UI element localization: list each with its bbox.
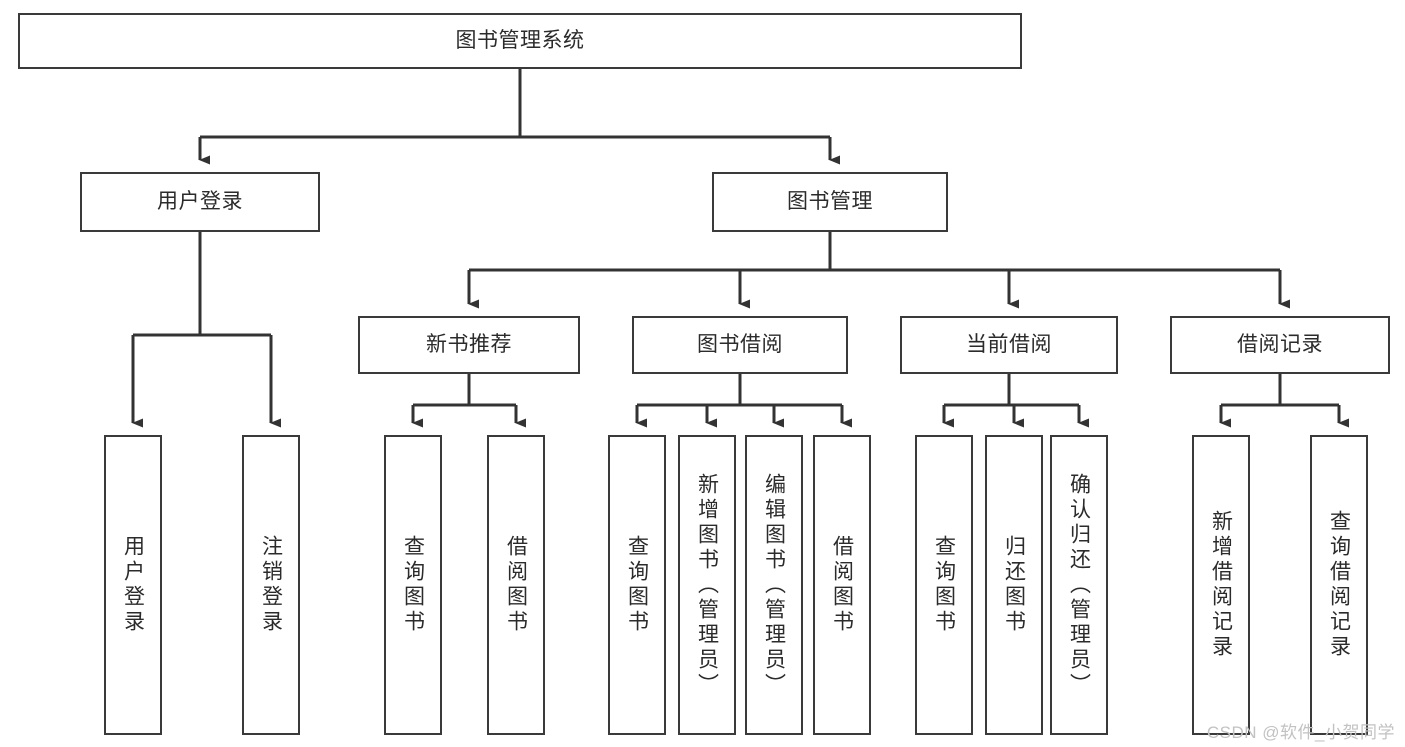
leaf-query-book-3[interactable]: 查询图书: [915, 435, 973, 735]
leaf-add-record-label: 新增借阅记录: [1209, 510, 1233, 660]
leaf-edit-book[interactable]: 编辑图书（管理员）: [745, 435, 803, 735]
node-book-manage[interactable]: 图书管理: [712, 172, 948, 232]
leaf-logout[interactable]: 注销登录: [242, 435, 300, 735]
leaf-borrow-book-2-label: 借阅图书: [830, 535, 854, 635]
node-book-manage-label: 图书管理: [787, 189, 873, 213]
leaf-borrow-book-1[interactable]: 借阅图书: [487, 435, 545, 735]
node-current-borrow[interactable]: 当前借阅: [900, 316, 1118, 374]
node-book-borrow[interactable]: 图书借阅: [632, 316, 848, 374]
leaf-user-login[interactable]: 用户登录: [104, 435, 162, 735]
leaf-return-book-label: 归还图书: [1002, 535, 1026, 635]
csdn-watermark: CSDN @软件_小贺同学: [1206, 723, 1395, 742]
leaf-query-book-2[interactable]: 查询图书: [608, 435, 666, 735]
leaf-confirm-return-label: 确认归还（管理员）: [1067, 472, 1091, 698]
leaf-borrow-book-1-label: 借阅图书: [504, 535, 528, 635]
leaf-user-login-label: 用户登录: [121, 535, 145, 635]
leaf-return-book[interactable]: 归还图书: [985, 435, 1043, 735]
leaf-logout-label: 注销登录: [259, 535, 283, 635]
leaf-add-book[interactable]: 新增图书（管理员）: [678, 435, 736, 735]
leaf-query-book-1-label: 查询图书: [401, 535, 425, 635]
node-book-borrow-label: 图书借阅: [697, 332, 783, 356]
node-new-book-rec-label: 新书推荐: [426, 332, 512, 356]
leaf-query-book-1[interactable]: 查询图书: [384, 435, 442, 735]
leaf-confirm-return[interactable]: 确认归还（管理员）: [1050, 435, 1108, 735]
node-user-login[interactable]: 用户登录: [80, 172, 320, 232]
leaf-query-book-3-label: 查询图书: [932, 535, 956, 635]
node-root-label: 图书管理系统: [455, 28, 585, 52]
node-new-book-rec[interactable]: 新书推荐: [358, 316, 580, 374]
node-root[interactable]: 图书管理系统: [18, 13, 1022, 69]
node-borrow-record-label: 借阅记录: [1237, 332, 1323, 356]
leaf-add-record[interactable]: 新增借阅记录: [1192, 435, 1250, 735]
leaf-query-record[interactable]: 查询借阅记录: [1310, 435, 1368, 735]
leaf-query-record-label: 查询借阅记录: [1327, 510, 1351, 660]
leaf-query-book-2-label: 查询图书: [625, 535, 649, 635]
leaf-borrow-book-2[interactable]: 借阅图书: [813, 435, 871, 735]
leaf-add-book-label: 新增图书（管理员）: [695, 472, 719, 698]
node-user-login-label: 用户登录: [157, 189, 243, 213]
node-current-borrow-label: 当前借阅: [966, 332, 1052, 356]
node-borrow-record[interactable]: 借阅记录: [1170, 316, 1390, 374]
leaf-edit-book-label: 编辑图书（管理员）: [762, 472, 786, 698]
